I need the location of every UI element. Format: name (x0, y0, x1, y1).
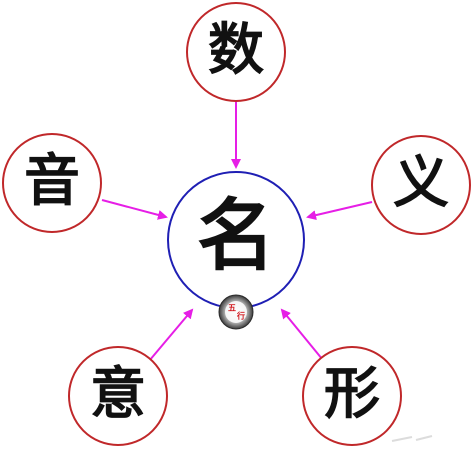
wuxing-seal: 五 行 (218, 294, 254, 330)
seal-top-character: 五 (228, 304, 236, 313)
arrow-from-yi-meaning (306, 201, 373, 221)
watermark-marks (391, 435, 433, 442)
satellite-yin: 音 (2, 133, 102, 233)
satellite-character-yi-intent: 意 (90, 361, 146, 427)
satellite-character-xing: 形 (324, 361, 380, 427)
satellite-character-yin: 音 (24, 148, 80, 214)
center-node: 名 (167, 171, 305, 309)
satellite-ring-yi-meaning (371, 135, 471, 235)
satellite-ring-shu (186, 2, 286, 102)
arrow-from-xing (280, 308, 328, 366)
seal-inner (225, 301, 247, 323)
satellite-yi-intent: 意 (68, 346, 168, 446)
satellite-xing: 形 (302, 346, 402, 446)
center-character: 名 (197, 191, 275, 282)
satellite-shu: 数 (186, 2, 286, 102)
arrows-group (101, 102, 373, 368)
satellite-ring-yin (2, 133, 102, 233)
satellite-yi-meaning: 义 (371, 135, 471, 235)
satellite-ring-yi-intent (68, 346, 168, 446)
seal-bottom-character: 行 (236, 311, 245, 321)
arrow-from-yin (101, 199, 168, 220)
satellite-character-yi-meaning: 义 (393, 150, 449, 216)
arrow-from-yi-intent (143, 308, 194, 368)
satellite-character-shu: 数 (208, 17, 264, 83)
watermark-stroke (391, 435, 433, 442)
satellite-ring-xing (302, 346, 402, 446)
